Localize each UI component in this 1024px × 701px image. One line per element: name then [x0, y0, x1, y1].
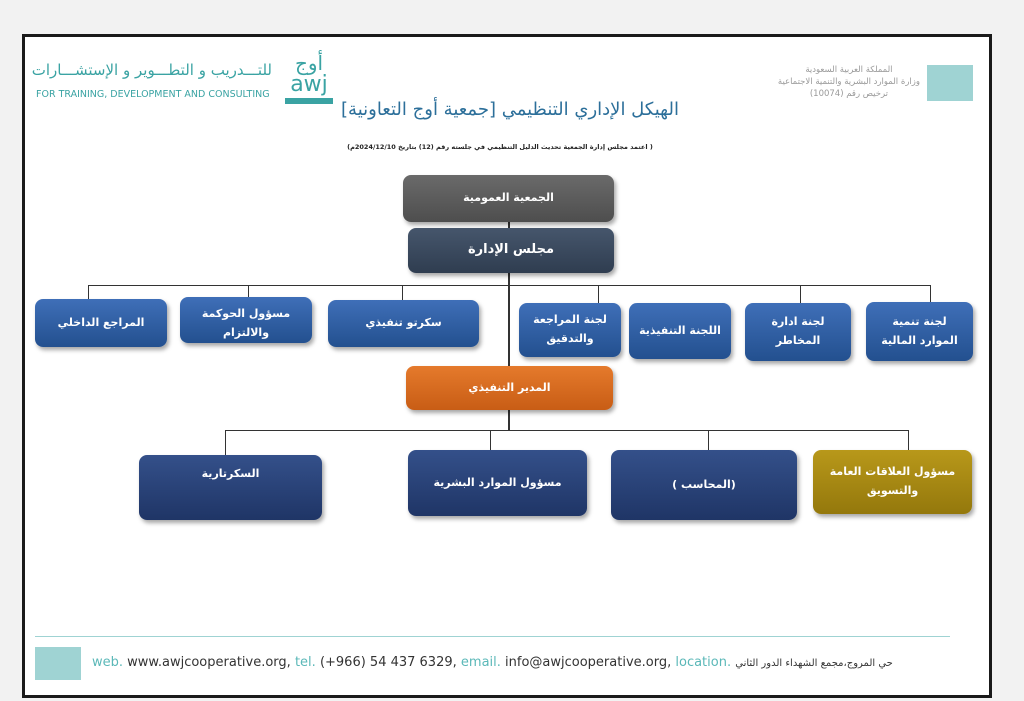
connector	[508, 410, 510, 430]
footer-divider	[35, 636, 950, 637]
tel-label: tel.	[294, 655, 316, 670]
tagline-ar: للتـــدريب و التطـــوير و الإستشـــارات	[31, 61, 272, 79]
finance-committee-box: لجنة تنمية الموارد المالية	[866, 302, 973, 361]
risk-committee-box: لجنة ادارة المخاطر	[745, 303, 851, 361]
connector	[225, 430, 226, 455]
email-link[interactable]: info@awjcooperative.org,	[505, 655, 672, 670]
connector	[508, 222, 510, 367]
connector	[930, 285, 931, 302]
connector	[708, 430, 709, 450]
connector	[800, 285, 801, 303]
ministry-line: المملكة العربية السعودية	[805, 65, 893, 75]
logo: أوج awj	[285, 52, 333, 104]
logo-ar: أوج	[294, 51, 324, 75]
executive-committee-box: اللجنة التنفيذية	[629, 303, 731, 359]
tagline-en: FOR TRAINING, DEVELOPMENT AND CONSULTING	[36, 89, 270, 100]
connector	[402, 285, 403, 300]
ministry-info: المملكة العربية السعودية وزارة الموارد ا…	[778, 64, 920, 100]
hr-officer-box: مسؤول الموارد البشرية	[408, 450, 587, 516]
page-subtitle: ( اعتمد مجلس إدارة الجمعية تحديث الدليل …	[347, 143, 653, 151]
accountant-box: (المحاسب )	[611, 450, 797, 520]
governance-officer-box: مسؤول الحوكمة والالتزام	[180, 297, 312, 343]
web-link[interactable]: www.awjcooperative.org,	[127, 655, 291, 670]
logo-en: awj	[290, 72, 328, 97]
connector	[598, 285, 599, 303]
board-box: مجلس الإدارة	[408, 228, 614, 273]
pr-marketing-box: مسؤول العلاقات العامة والتسويق	[813, 450, 972, 514]
teal-square-top	[927, 65, 973, 101]
location-label: location.	[675, 655, 732, 670]
executive-director-box: المدير التنفيذي	[406, 366, 613, 410]
connector	[248, 285, 249, 298]
page-title: الهيكل الإداري التنظيمي [جمعية أوج التعا…	[341, 99, 679, 120]
footer-contact: web. www.awjcooperative.org, tel. (+966)…	[92, 655, 893, 670]
email-label: email.	[460, 655, 501, 670]
secretariat-box: السكرتارية	[139, 455, 322, 520]
teal-square-footer	[35, 647, 81, 680]
web-label: web.	[92, 655, 124, 670]
general-assembly-box: الجمعية العمومية	[403, 175, 614, 222]
connector	[88, 285, 89, 299]
ministry-line: ترخيص رقم (10074)	[809, 89, 889, 99]
ministry-line: وزارة الموارد البشرية والتنمية الاجتماعي…	[777, 77, 920, 87]
connector	[88, 285, 931, 286]
connector	[490, 430, 491, 450]
internal-auditor-box: المراجع الداخلي	[35, 299, 167, 347]
connector	[225, 430, 909, 431]
location-value: حي المروج،مجمع الشهداء الدور الثاني	[735, 658, 893, 669]
connector	[908, 430, 909, 450]
tel-value: (+966) 54 437 6329,	[319, 655, 457, 670]
audit-committee-box: لجنة المراجعة والتدقيق	[519, 303, 621, 357]
executive-secretary-box: سكرتو تنفيذي	[328, 300, 479, 347]
